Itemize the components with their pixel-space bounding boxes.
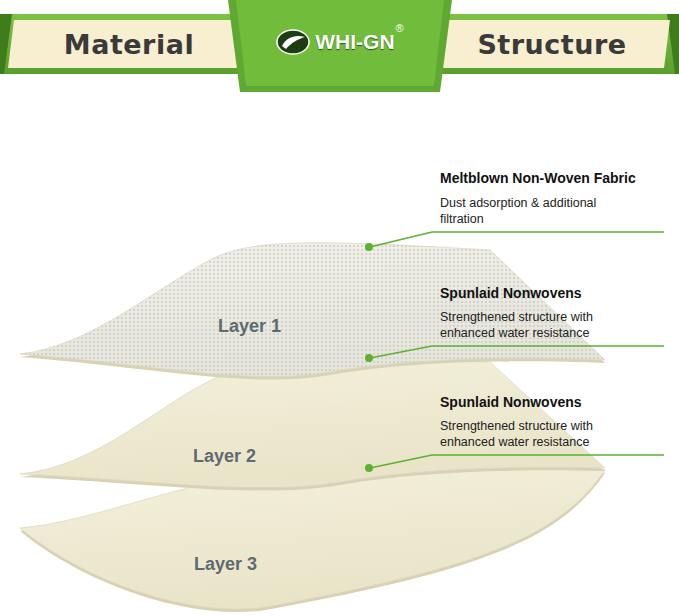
banner-panel: Material	[14, 20, 244, 68]
sheet-body	[20, 243, 605, 377]
layer-label: Layer 2	[193, 446, 256, 467]
callout-description: Strengthened structure with enhanced wat…	[440, 309, 640, 342]
emblem-ring	[277, 30, 309, 54]
banner-title: Material	[64, 29, 194, 60]
sheet-texture	[20, 243, 605, 377]
logo-emblem	[276, 29, 310, 55]
banner-title: Structure	[477, 29, 626, 60]
layer-sheet	[20, 232, 605, 387]
callout-heading: Spunlaid Nonwovens	[440, 394, 670, 411]
emblem-leaf	[282, 36, 305, 49]
callout-description: Dust adsorption & additional filtration	[440, 195, 640, 228]
layer-label: Layer 3	[194, 554, 257, 575]
fabric-layer: Layer 1	[20, 232, 605, 387]
fabric-layer: Layer 3	[20, 468, 605, 614]
brand-name: WHI-GN	[315, 30, 394, 54]
callout-heading: Spunlaid Nonwovens	[440, 285, 670, 302]
callout-description: Strengthened structure with enhanced wat…	[440, 418, 640, 451]
brand-logo: WHI-GN®	[246, 4, 434, 80]
leader-dot	[365, 243, 373, 251]
leader-dot	[365, 464, 373, 472]
leader-line	[370, 455, 664, 468]
registered-mark: ®	[396, 22, 404, 34]
callout-heading: Meltblown Non-Woven Fabric	[440, 170, 670, 187]
banner-panel: Structure	[440, 20, 664, 68]
leader-line	[370, 232, 664, 247]
leader-line	[370, 346, 664, 358]
logo-plate-inner	[236, 0, 444, 86]
right-panel	[432, 20, 670, 68]
logo-plate	[228, 0, 452, 92]
layer-sheet	[20, 468, 605, 614]
layer-label: Layer 1	[218, 316, 281, 337]
leader-dot	[365, 354, 373, 362]
sheet-body	[20, 467, 605, 609]
left-panel	[8, 20, 250, 68]
